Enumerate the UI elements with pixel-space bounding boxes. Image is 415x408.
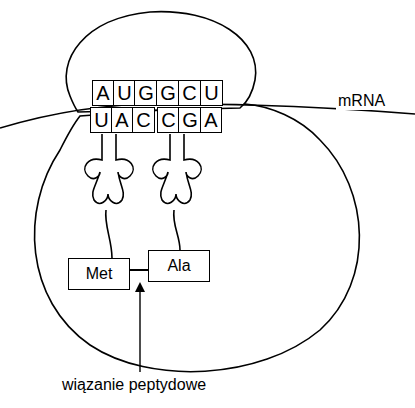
nucleotide-box: G xyxy=(156,80,180,106)
nucleotide-box: U xyxy=(113,80,136,106)
trna-ala xyxy=(153,134,201,250)
amino-acid-box: Ala xyxy=(148,250,210,282)
base-letter: G xyxy=(138,83,154,103)
nucleotide-box: A xyxy=(92,80,114,106)
peptide-bond-line xyxy=(130,269,148,271)
nucleotide-box: C xyxy=(157,107,180,133)
base-letter: A xyxy=(96,83,109,103)
base-letter: C xyxy=(161,110,175,130)
nucleotide-box: C xyxy=(178,80,201,106)
nucleotide-box: A xyxy=(111,107,133,133)
nucleotide-box: C xyxy=(132,107,155,133)
base-letter: C xyxy=(136,110,150,130)
base-letter: A xyxy=(115,110,128,130)
base-letter: U xyxy=(94,110,108,130)
trna-met xyxy=(85,134,133,258)
nucleotide-box: A xyxy=(200,107,222,133)
amino-acid-name: Met xyxy=(86,266,113,282)
peptide-bond-label: wiązanie peptydowe xyxy=(60,376,208,394)
amino-acid-box: Met xyxy=(68,258,130,290)
nucleotide-box: U xyxy=(90,107,113,133)
nucleotide-box: G xyxy=(134,80,158,106)
base-letter: G xyxy=(182,110,198,130)
base-letter: C xyxy=(182,83,196,103)
nucleotide-box: G xyxy=(178,107,202,133)
mrna-label: mRNA xyxy=(336,92,387,110)
small-subunit xyxy=(66,12,255,112)
leader-line xyxy=(139,290,140,372)
base-letter: U xyxy=(117,83,131,103)
amino-acid-name: Ala xyxy=(167,258,190,274)
nucleotide-box: U xyxy=(200,80,223,106)
base-letter: G xyxy=(160,83,176,103)
leader-arrowhead xyxy=(135,282,145,292)
base-letter: U xyxy=(204,83,218,103)
base-letter: A xyxy=(204,110,217,130)
large-subunit xyxy=(35,104,360,372)
